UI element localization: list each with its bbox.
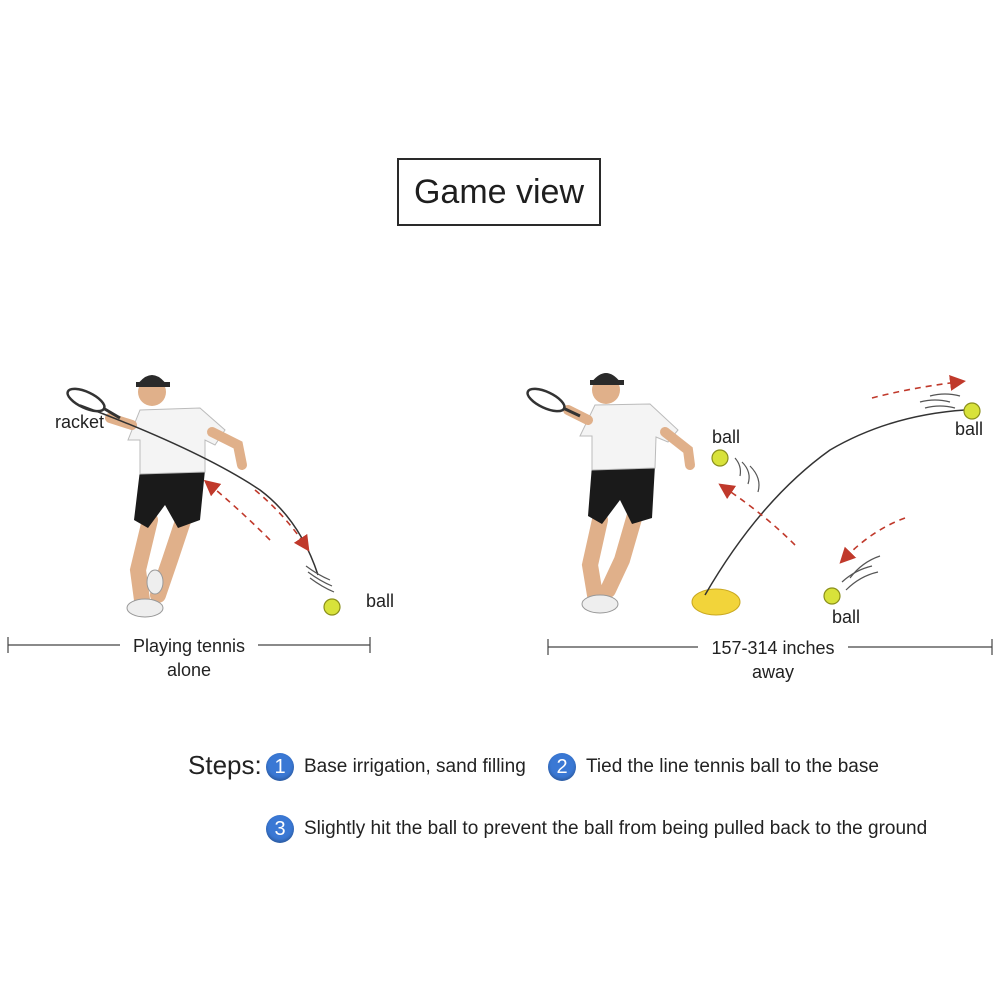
step-1-text: Base irrigation, sand filling: [304, 756, 526, 777]
left-distance-label: Playing tennis alone: [120, 634, 258, 682]
right-top-ball-motion-lines: [919, 393, 961, 409]
steps-label: Steps:: [188, 750, 262, 780]
left-distance-line2: alone: [166, 660, 212, 680]
right-arrow-near: [718, 483, 796, 546]
left-distance-line1: Playing tennis: [132, 636, 246, 656]
left-arrow-out: [254, 489, 310, 552]
left-ball: [323, 598, 341, 616]
right-tether-line: [704, 409, 966, 596]
title-box: Game view: [397, 158, 601, 226]
right-ball-top-right: [963, 402, 981, 420]
step-3: 3 Slightly hit the ball to prevent the b…: [266, 815, 927, 843]
left-racket: [66, 387, 121, 420]
right-ball-label-right: ball: [955, 419, 984, 439]
step-1-number-badge: 1: [266, 753, 294, 781]
right-ball-label-top: ball: [712, 427, 741, 447]
step-2-text: Tied the line tennis ball to the base: [586, 756, 879, 777]
step-1: 1 Base irrigation, sand filling: [266, 753, 526, 781]
left-arrow-in: [203, 479, 271, 541]
right-distance-label: 157-314 inches away: [698, 636, 848, 684]
right-lower-ball-motion-lines: [841, 555, 881, 591]
racket-label: racket: [55, 412, 105, 432]
left-ball-label: ball: [366, 591, 395, 611]
right-base: [691, 588, 741, 616]
right-ball-near: [711, 449, 729, 467]
right-distance-line1: 157-314 inches: [711, 638, 835, 658]
right-ball-lower: [823, 587, 841, 605]
step-2: 2 Tied the line tennis ball to the base: [548, 753, 879, 781]
right-arrow-lower: [839, 517, 906, 564]
right-distance-line2: away: [751, 662, 795, 682]
right-player-figure: [563, 373, 695, 614]
page-title: Game view: [413, 172, 585, 211]
right-near-ball-motion-lines: [734, 457, 760, 493]
right-arrow-top: [871, 375, 966, 399]
step-3-text: Slightly hit the ball to prevent the bal…: [304, 818, 928, 839]
right-ball-label-bottom: ball: [832, 607, 861, 627]
left-ball-motion-lines: [305, 565, 335, 593]
step-2-number-badge: 2: [548, 753, 576, 781]
right-racket: [526, 387, 581, 418]
left-player-figure: [105, 375, 247, 618]
step-3-number-badge: 3: [266, 815, 294, 843]
